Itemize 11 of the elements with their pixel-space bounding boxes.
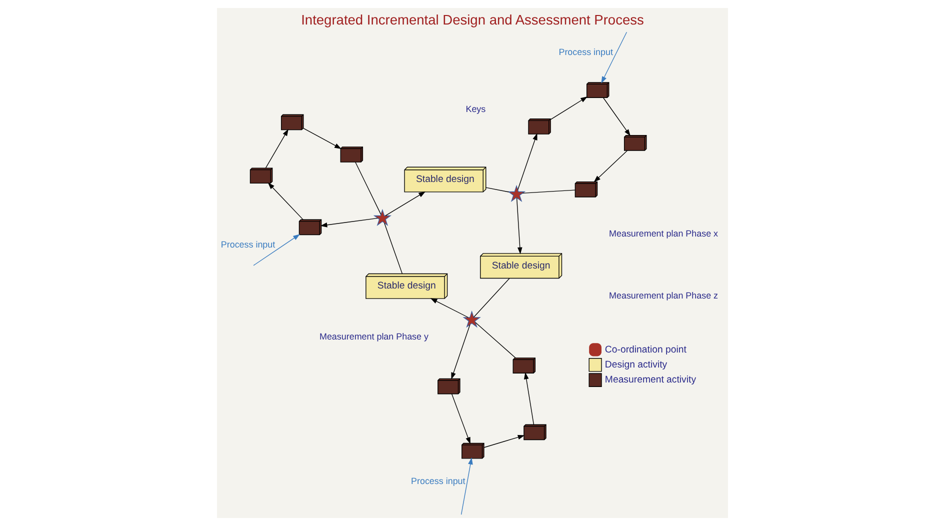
legend-label: Co-ordination point (604, 344, 686, 356)
label: Measurement plan Phase y (319, 332, 428, 342)
diagram-title: Integrated Incremental Design and Assessment Process (301, 12, 644, 28)
label: Measurement plan Phase x (609, 228, 718, 238)
edge-label: Process input (558, 46, 613, 57)
label: Measurement plan Phase z (609, 290, 718, 300)
legend-label: Measurement activity (604, 374, 696, 386)
edge-label: Process input (411, 476, 466, 486)
legend-label: Design activity (604, 359, 668, 370)
label: Keys (466, 104, 486, 114)
edge-label: Process input (220, 240, 276, 250)
